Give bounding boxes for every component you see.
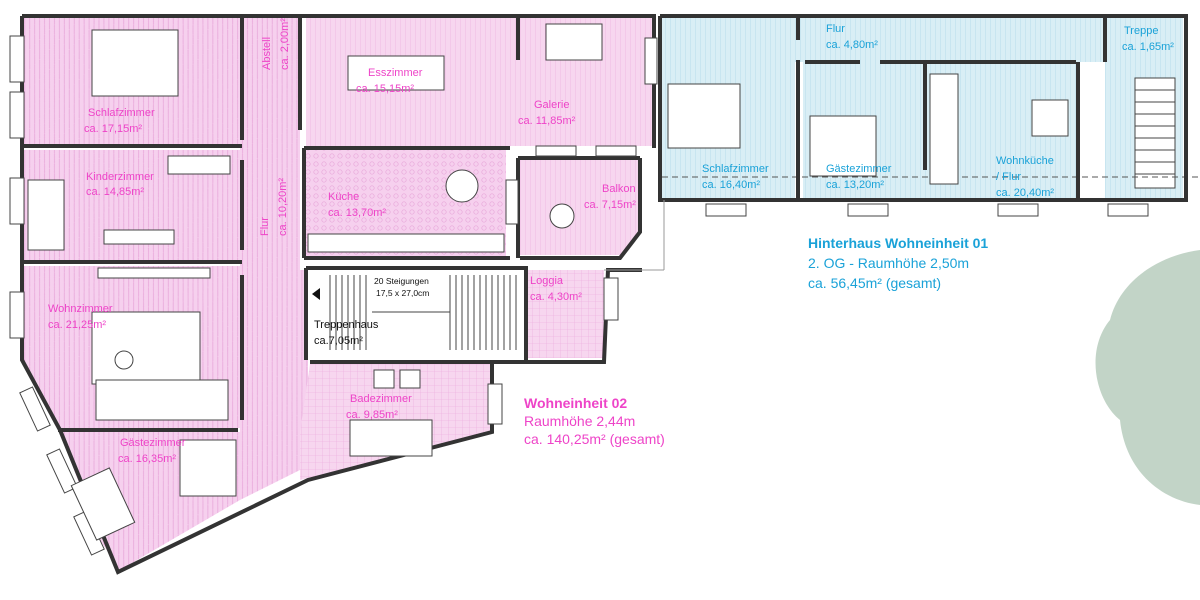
tree-shape (1095, 250, 1200, 505)
room-area-schlafzimmer: ca. 17,15m² (84, 123, 142, 135)
room-area-gastezimmer2: ca. 13,20m² (826, 179, 884, 191)
room-name-loggia: Loggia (530, 275, 564, 287)
room-area-wohnkuche: ca. 20,40m² (996, 187, 1054, 199)
room-area-galerie: ca. 11,85m² (518, 115, 576, 127)
room-name-galerie: Galerie (534, 99, 569, 111)
room-name-wohnkuche: Wohnküche (996, 155, 1054, 167)
unit-info-wohneinheit-02: Wohneinheit 02 Raumhöhe 2,44m ca. 140,25… (524, 395, 665, 447)
unit-height-wohneinheit-02: Raumhöhe 2,44m (524, 413, 635, 429)
unit-title-wohneinheit-02: Wohneinheit 02 (524, 395, 627, 411)
room-area-schlafzimmer2: ca. 16,40m² (702, 179, 760, 191)
room-name-treppe: Treppe (1124, 25, 1158, 37)
room-area-loggia: ca. 4,30m² (530, 291, 582, 303)
unit-area-hinterhaus-01: ca. 56,45m² (gesamt) (808, 275, 941, 291)
loggia-floor (526, 270, 604, 358)
room-labels-front: Schlafzimmer ca. 17,15m² Kinderzimmer ca… (48, 18, 636, 465)
room-area-treppe: ca. 1,65m² (1122, 41, 1174, 53)
room-name-schlafzimmer: Schlafzimmer (88, 107, 155, 119)
room-area-wohnzimmer: ca. 21,25m² (48, 319, 106, 331)
unit-info-hinterhaus-01: Hinterhaus Wohneinheit 01 2. OG - Raumhö… (808, 235, 988, 291)
stairs-note-dims: 17,5 x 27,0cm (376, 288, 429, 298)
room-area-flur2: ca. 4,80m² (826, 39, 878, 51)
room-area-balkon: ca. 7,15m² (584, 199, 636, 211)
stairs-note-box (372, 274, 442, 298)
room-name-abstell: Abstell (261, 37, 273, 70)
room-name-badezimmer: Badezimmer (350, 393, 412, 405)
stair-steps (312, 275, 517, 350)
abstell-floor (250, 18, 300, 88)
unit-area-wohneinheit-02: ca. 140,25m² (gesamt) (524, 431, 665, 447)
room-area-flur: ca. 10,20m² (277, 178, 289, 236)
gastezimmer-floor (60, 432, 300, 570)
unit-height-hinterhaus-01: 2. OG - Raumhöhe 2,50m (808, 255, 969, 271)
room-area-esszimmer: ca. 15,15m² (356, 83, 414, 95)
room-area-kinderzimmer: ca. 14,85m² (86, 186, 144, 198)
room-area-badezimmer: ca. 9,85m² (346, 409, 398, 421)
room-labels-rear: Flur ca. 4,80m² Treppe ca. 1,65m² Schlaf… (702, 23, 1174, 199)
walls (20, 14, 1188, 575)
unit-title-hinterhaus-01: Hinterhaus Wohneinheit 01 (808, 235, 988, 251)
room-name-gastezimmer2: Gästezimmer (826, 163, 892, 175)
flur2-floor (795, 18, 1105, 62)
furniture (27, 23, 1069, 541)
room-name-balkon: Balkon (602, 183, 636, 195)
room-name-esszimmer: Esszimmer (368, 67, 423, 79)
windows (9, 35, 1149, 556)
room-area-treppenhaus: ca.7,05m² (314, 335, 363, 347)
balkon-floor (520, 160, 640, 255)
room-name-kinderzimmer: Kinderzimmer (86, 171, 154, 183)
room-name-flur2: Flur (826, 23, 845, 35)
room-name-schlafzimmer2: Schlafzimmer (702, 163, 769, 175)
room-name-wohnkuche-flur: / Flur (996, 171, 1021, 183)
stairs-note-steps: 20 Steigungen (374, 276, 429, 286)
room-name-gastezimmer: Gästezimmer (120, 437, 186, 449)
room-area-gastezimmer: ca. 16,35m² (118, 453, 176, 465)
room-name-treppenhaus: Treppenhaus (314, 319, 379, 331)
room-area-kuche: ca. 13,70m² (328, 207, 386, 219)
room-area-abstell: ca. 2,00m² (279, 18, 291, 70)
treppe-stairs (1134, 77, 1176, 189)
flur-floor (240, 18, 308, 432)
room-name-wohnzimmer: Wohnzimmer (48, 303, 113, 315)
room-name-flur: Flur (259, 217, 271, 236)
room-name-kuche: Küche (328, 191, 359, 203)
stair-arrow-icon (312, 288, 320, 300)
